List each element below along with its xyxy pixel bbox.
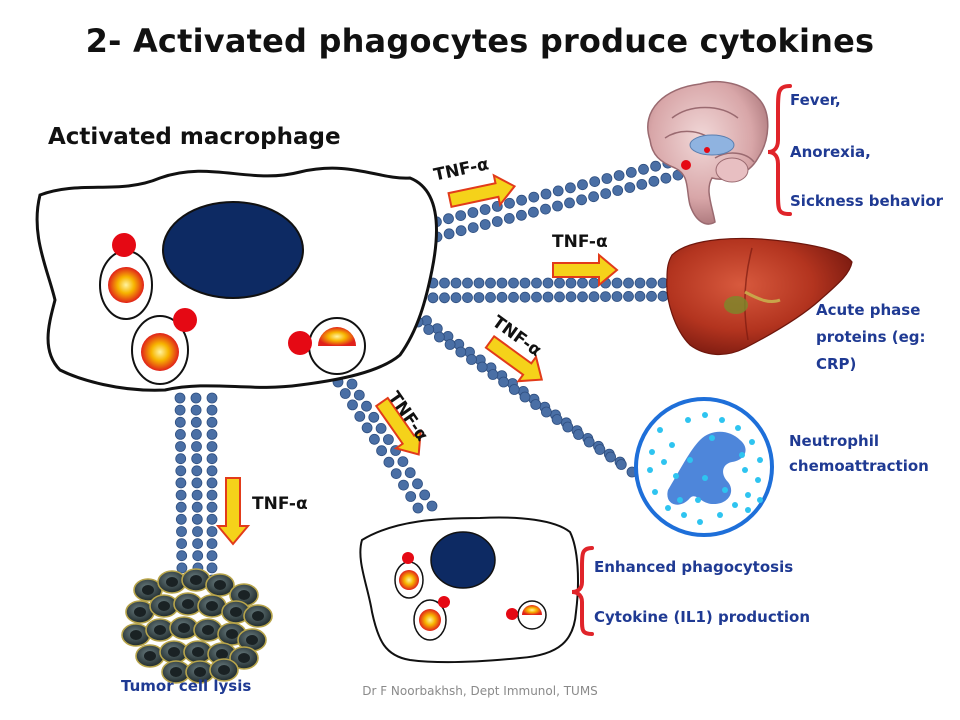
- effect-neutrophil-1: Neutrophil: [789, 432, 879, 450]
- brace-macrophage-effects: [571, 546, 594, 636]
- footer-credit: Dr F Noorbakhsh, Dept Immunol, TUMS: [362, 684, 598, 698]
- tnf-label-tumor: TNF-α: [252, 494, 308, 514]
- arrow-to-brain: [447, 173, 517, 209]
- effect-acute-phase-3: CRP): [816, 355, 857, 373]
- engulfing-microbe-icon: [318, 327, 356, 346]
- microbe-icon: [112, 233, 136, 257]
- arrow-to-tumor: [215, 477, 251, 546]
- brain-illustration: [647, 80, 769, 225]
- secondary-nucleus: [430, 531, 496, 589]
- effect-neutrophil-2: chemoattraction: [789, 457, 929, 475]
- effect-fever: Fever,: [790, 91, 841, 109]
- tnf-label-liver: TNF-α: [552, 232, 608, 252]
- effect-tumor-lysis: Tumor cell lysis: [121, 677, 252, 695]
- macrophage-label: Activated macrophage: [48, 124, 341, 150]
- microbe-icon: [173, 308, 197, 332]
- effect-braces: [571, 84, 792, 636]
- tumor-cell-cluster: [121, 568, 273, 684]
- effect-enhanced-phagocytosis: Enhanced phagocytosis: [594, 558, 794, 576]
- effect-acute-phase-1: Acute phase: [816, 301, 921, 319]
- tnf-arrows: [215, 173, 619, 546]
- effect-anorexia: Anorexia,: [790, 143, 871, 161]
- macrophage-nucleus: [162, 201, 304, 299]
- secondary-macrophage: [359, 516, 579, 664]
- digested-microbe-icon: [141, 333, 179, 371]
- effect-sickness-behavior: Sickness behavior: [790, 192, 944, 210]
- effect-acute-phase-2: proteins (eg:: [816, 328, 926, 346]
- microbe-icon: [288, 331, 312, 355]
- digested-microbe-icon: [108, 267, 144, 303]
- brace-brain-effects: [767, 84, 792, 216]
- liver-illustration: [666, 237, 853, 355]
- arrow-to-neutrophil: [484, 334, 544, 383]
- arrow-to-liver: [552, 252, 619, 288]
- page-title: 2- Activated phagocytes produce cytokine…: [85, 22, 875, 60]
- effect-cytokine-production: Cytokine (IL1) production: [594, 608, 811, 626]
- activated-macrophage: [35, 166, 438, 392]
- arrow-to-macrophage: [374, 396, 422, 456]
- neutrophil-cell: [634, 397, 774, 537]
